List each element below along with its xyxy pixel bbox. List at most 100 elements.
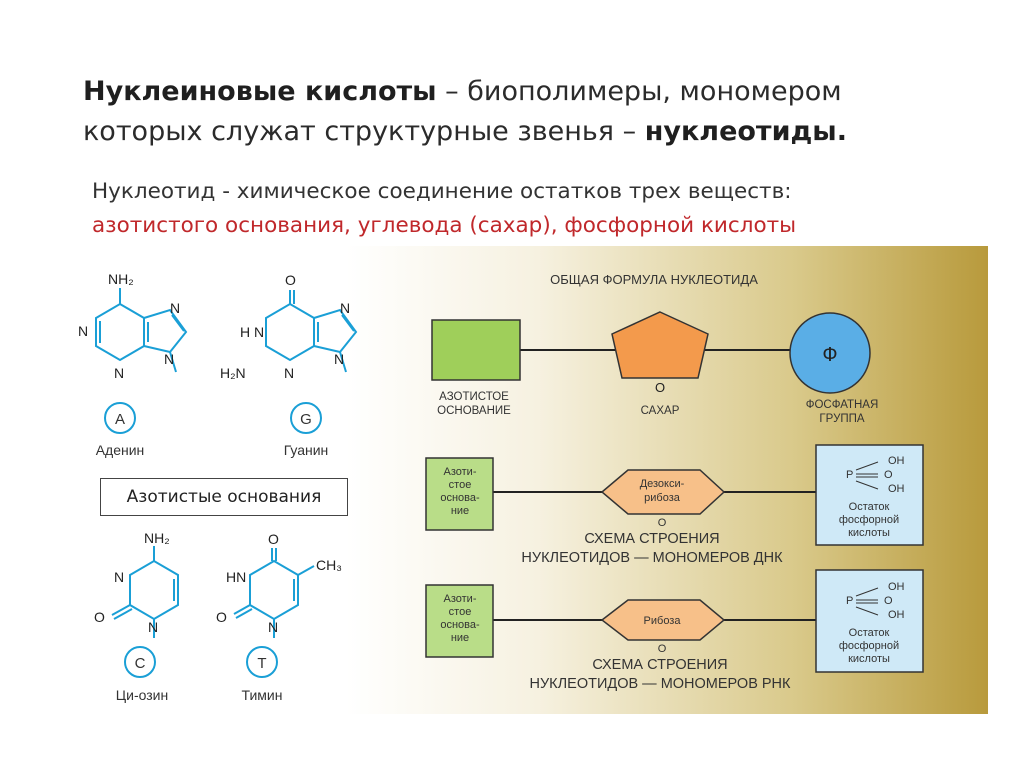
rna-base-l2: стое [449, 606, 472, 618]
rna-sugar-l1: Рибоза [644, 615, 682, 627]
adenine-group: NH₂ [108, 271, 134, 287]
title-line2: которых служат структурные звенья – [83, 116, 645, 147]
dna-phosphate-bonds [855, 461, 879, 490]
rna-base-l4: ние [451, 632, 469, 644]
rna-base-rect [425, 584, 494, 658]
rna-sugar-o: O [658, 643, 667, 655]
dna-base-l4: ние [451, 505, 469, 517]
title-bold-term: Нуклеиновые кислоты [83, 76, 437, 107]
cytosine-n1: N [148, 619, 158, 635]
dna-base-l1: Азоти- [444, 466, 477, 478]
guanine-hn: H N [240, 324, 264, 340]
thymine-letter: T [257, 655, 266, 672]
thymine-o2: O [216, 609, 227, 625]
dna-phosphate-l2: фосфорной [839, 514, 899, 526]
cytosine-n3: N [114, 569, 124, 585]
adenine-n1: N [78, 323, 88, 339]
general-sugar-o: O [655, 380, 665, 395]
rna-phosphate-g2: O [884, 595, 893, 607]
rna-phosphate-g3: OH [888, 609, 905, 621]
title-bold-term2: нуклеотиды. [644, 116, 847, 147]
guanine-o: O [285, 272, 296, 288]
definition-text: Нуклеотид - химическое соединение остатк… [92, 175, 992, 243]
adenine-badge [104, 402, 136, 434]
dna-sugar-l1: Дезокси- [640, 478, 685, 490]
dna-phosphate-l1: Остаток [849, 501, 890, 513]
rna-caption-1: СХЕМА СТРОЕНИЯ [592, 657, 727, 673]
rna-phosphate-bonds [855, 587, 879, 616]
guanine-badge [290, 402, 322, 434]
dna-base-rect [425, 457, 494, 531]
definition-line: Нуклеотид - химическое соединение остатк… [92, 179, 792, 204]
thymine-labels: O HN CH₃ O N [216, 531, 342, 635]
rna-base-l1: Азоти- [444, 593, 477, 605]
cytosine-structure [111, 546, 179, 638]
dna-caption-1: СХЕМА СТРОЕНИЯ [584, 531, 719, 547]
general-base-label-1: АЗОТИСТОЕ [439, 391, 509, 403]
dna-phosphate-l3: кислоты [848, 527, 890, 539]
thymine-badge [246, 646, 278, 678]
rna-phosphate-g1: OH [888, 581, 905, 593]
general-sugar-label: САХАР [641, 405, 680, 417]
adenine-n3: N [114, 365, 124, 381]
guanine-n9: N [334, 351, 344, 367]
rna-base-l3: основа- [440, 619, 480, 631]
thymine-hn: HN [226, 569, 246, 585]
rna-phosphate-l3: кислоты [848, 653, 890, 665]
dna-sugar-l2: рибоза [644, 492, 681, 504]
slide-title: Нуклеиновые кислоты – биополимеры, моном… [83, 72, 983, 152]
guanine-structure [265, 290, 358, 373]
cytosine-group: NH₂ [144, 530, 170, 546]
guanine-letter: G [300, 411, 312, 428]
cytosine-o: O [94, 609, 105, 625]
general-formula-title: ОБЩАЯ ФОРМУЛА НУКЛЕОТИДА [550, 272, 758, 287]
dna-base-l2: стое [449, 479, 472, 491]
guanine-labels: O H N H₂N N N N [220, 272, 350, 381]
dna-caption-2: НУКЛЕОТИДОВ — МОНОМЕРОВ ДНК [521, 550, 783, 566]
dna-sugar-o: O [658, 517, 667, 529]
rna-phosphate-l1: Остаток [849, 627, 890, 639]
title-rest: – биополимеры, мономером [436, 76, 842, 107]
thymine-ch3: CH₃ [316, 557, 342, 573]
general-phosphate-label-1: ФОСФАТНАЯ [806, 399, 879, 411]
adenine-structure [95, 288, 188, 373]
thymine-o: O [268, 531, 279, 547]
general-phosphate-circle [789, 312, 871, 394]
cytosine-letter: C [135, 655, 146, 672]
dna-phosphate-g3: OH [888, 483, 905, 495]
general-sugar-pentagon [611, 311, 709, 379]
nitrogenous-bases-label: Азотистые основания [100, 478, 348, 516]
cytosine-labels: NH₂ N O N [94, 530, 170, 635]
guanine-h2n: H₂N [220, 365, 246, 381]
guanine-n7: N [340, 300, 350, 316]
cytosine-name: Ци-озин [116, 687, 168, 703]
thymine-n1: N [268, 619, 278, 635]
dna-base-l3: основа- [440, 492, 480, 504]
definition-red-line: азотистого основания, углевода (сахар), … [92, 213, 797, 238]
phosphate-symbol: Ф [822, 344, 837, 366]
rna-phosphate-p: P [846, 595, 853, 607]
thymine-name: Тимин [242, 687, 283, 703]
guanine-name: Гуанин [284, 442, 329, 458]
thymine-structure [233, 548, 315, 638]
general-base-label-2: ОСНОВАНИЕ [437, 405, 511, 417]
adenine-letter: A [115, 411, 125, 428]
rna-phosphate-l2: фосфорной [839, 640, 899, 652]
general-phosphate-label-2: ГРУППА [819, 413, 864, 425]
rna-caption-2: НУКЛЕОТИДОВ — МОНОМЕРОВ РНК [530, 676, 792, 692]
dna-phosphate-p: P [846, 469, 853, 481]
rna-sugar-shape [600, 599, 726, 641]
dna-phosphate-g2: O [884, 469, 893, 481]
guanine-n3: N [284, 365, 294, 381]
adenine-n9: N [164, 351, 174, 367]
adenine-labels: NH₂ N N N N [78, 271, 180, 381]
cytosine-badge [124, 646, 156, 678]
adenine-name: Аденин [96, 442, 145, 458]
dna-phosphate-g1: OH [888, 455, 905, 467]
dna-sugar-shape [600, 469, 726, 515]
general-base-rect [431, 319, 521, 381]
rna-phosphate-rect [815, 569, 924, 673]
dna-phosphate-rect [815, 444, 924, 546]
adenine-n7: N [170, 300, 180, 316]
